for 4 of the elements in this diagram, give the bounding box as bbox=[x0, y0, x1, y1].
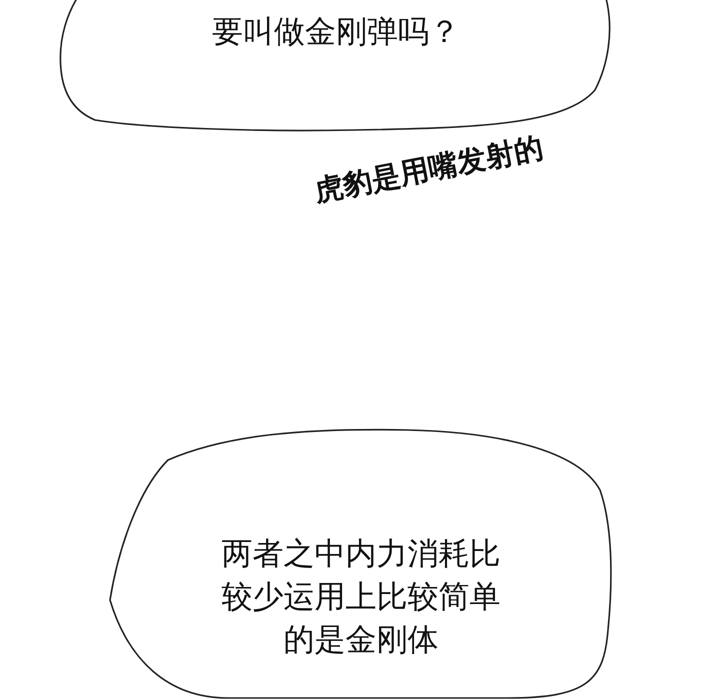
sound-text: 虎豹是用嘴发射的 bbox=[311, 129, 547, 210]
dialogue-text: 两者之中内力消耗比较少运用上比较简单的是金刚体 bbox=[220, 535, 502, 660]
speech-bubble bbox=[108, 430, 614, 700]
dialogue-text: 要叫做金刚弹吗？ bbox=[211, 13, 461, 52]
